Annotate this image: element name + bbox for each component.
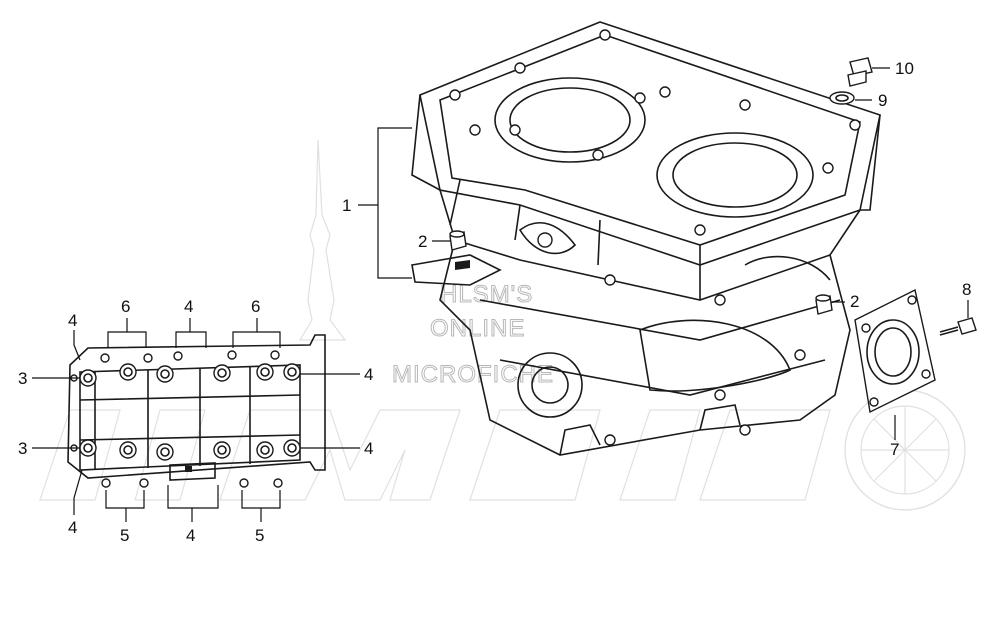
watermark-line-2: ONLINE bbox=[430, 315, 525, 342]
callout-4-right-upper: 4 bbox=[364, 365, 373, 384]
callout-6-left: 6 bbox=[121, 297, 130, 316]
dowel-pin-upper bbox=[449, 230, 467, 251]
callout-4-top-center: 4 bbox=[184, 297, 193, 316]
callout-2-lower: 2 bbox=[850, 292, 859, 311]
callout-4-bottom-left: 4 bbox=[68, 518, 77, 537]
callout-labels: 1 2 2 7 8 9 10 6 6 4 4 3 3 4 4 4 4 5 5 bbox=[18, 59, 971, 545]
plug-bolt bbox=[847, 57, 873, 87]
callout-1: 1 bbox=[342, 196, 351, 215]
crankcase-bottom-view bbox=[67, 334, 326, 488]
leader-lines bbox=[32, 67, 969, 522]
callout-7: 7 bbox=[890, 440, 899, 459]
flange-plate bbox=[854, 288, 936, 414]
callout-5-left: 5 bbox=[120, 526, 129, 545]
crankcase-assembly bbox=[411, 21, 881, 456]
callout-8: 8 bbox=[962, 280, 971, 299]
callout-3-upper: 3 bbox=[18, 369, 27, 388]
callout-4-top-left: 4 bbox=[68, 311, 77, 330]
callout-3-lower: 3 bbox=[18, 439, 27, 458]
callout-4-bottom-center: 4 bbox=[186, 526, 195, 545]
dowel-pin-lower bbox=[815, 294, 833, 315]
callout-9: 9 bbox=[878, 91, 887, 110]
washer bbox=[829, 91, 855, 105]
screw bbox=[939, 317, 977, 336]
deck-bolt-holes bbox=[449, 29, 861, 236]
callout-4-right-lower: 4 bbox=[364, 439, 373, 458]
callout-6-right: 6 bbox=[251, 297, 260, 316]
callout-10: 10 bbox=[895, 59, 914, 78]
watermark-line-1: HLSM'S bbox=[440, 281, 533, 308]
callout-2-upper: 2 bbox=[418, 232, 427, 251]
bottom-view-bolt-holes bbox=[70, 350, 301, 488]
watermark-text: HLSM'S ONLINE MICROFICHE bbox=[392, 281, 554, 389]
callout-5-right: 5 bbox=[255, 526, 264, 545]
